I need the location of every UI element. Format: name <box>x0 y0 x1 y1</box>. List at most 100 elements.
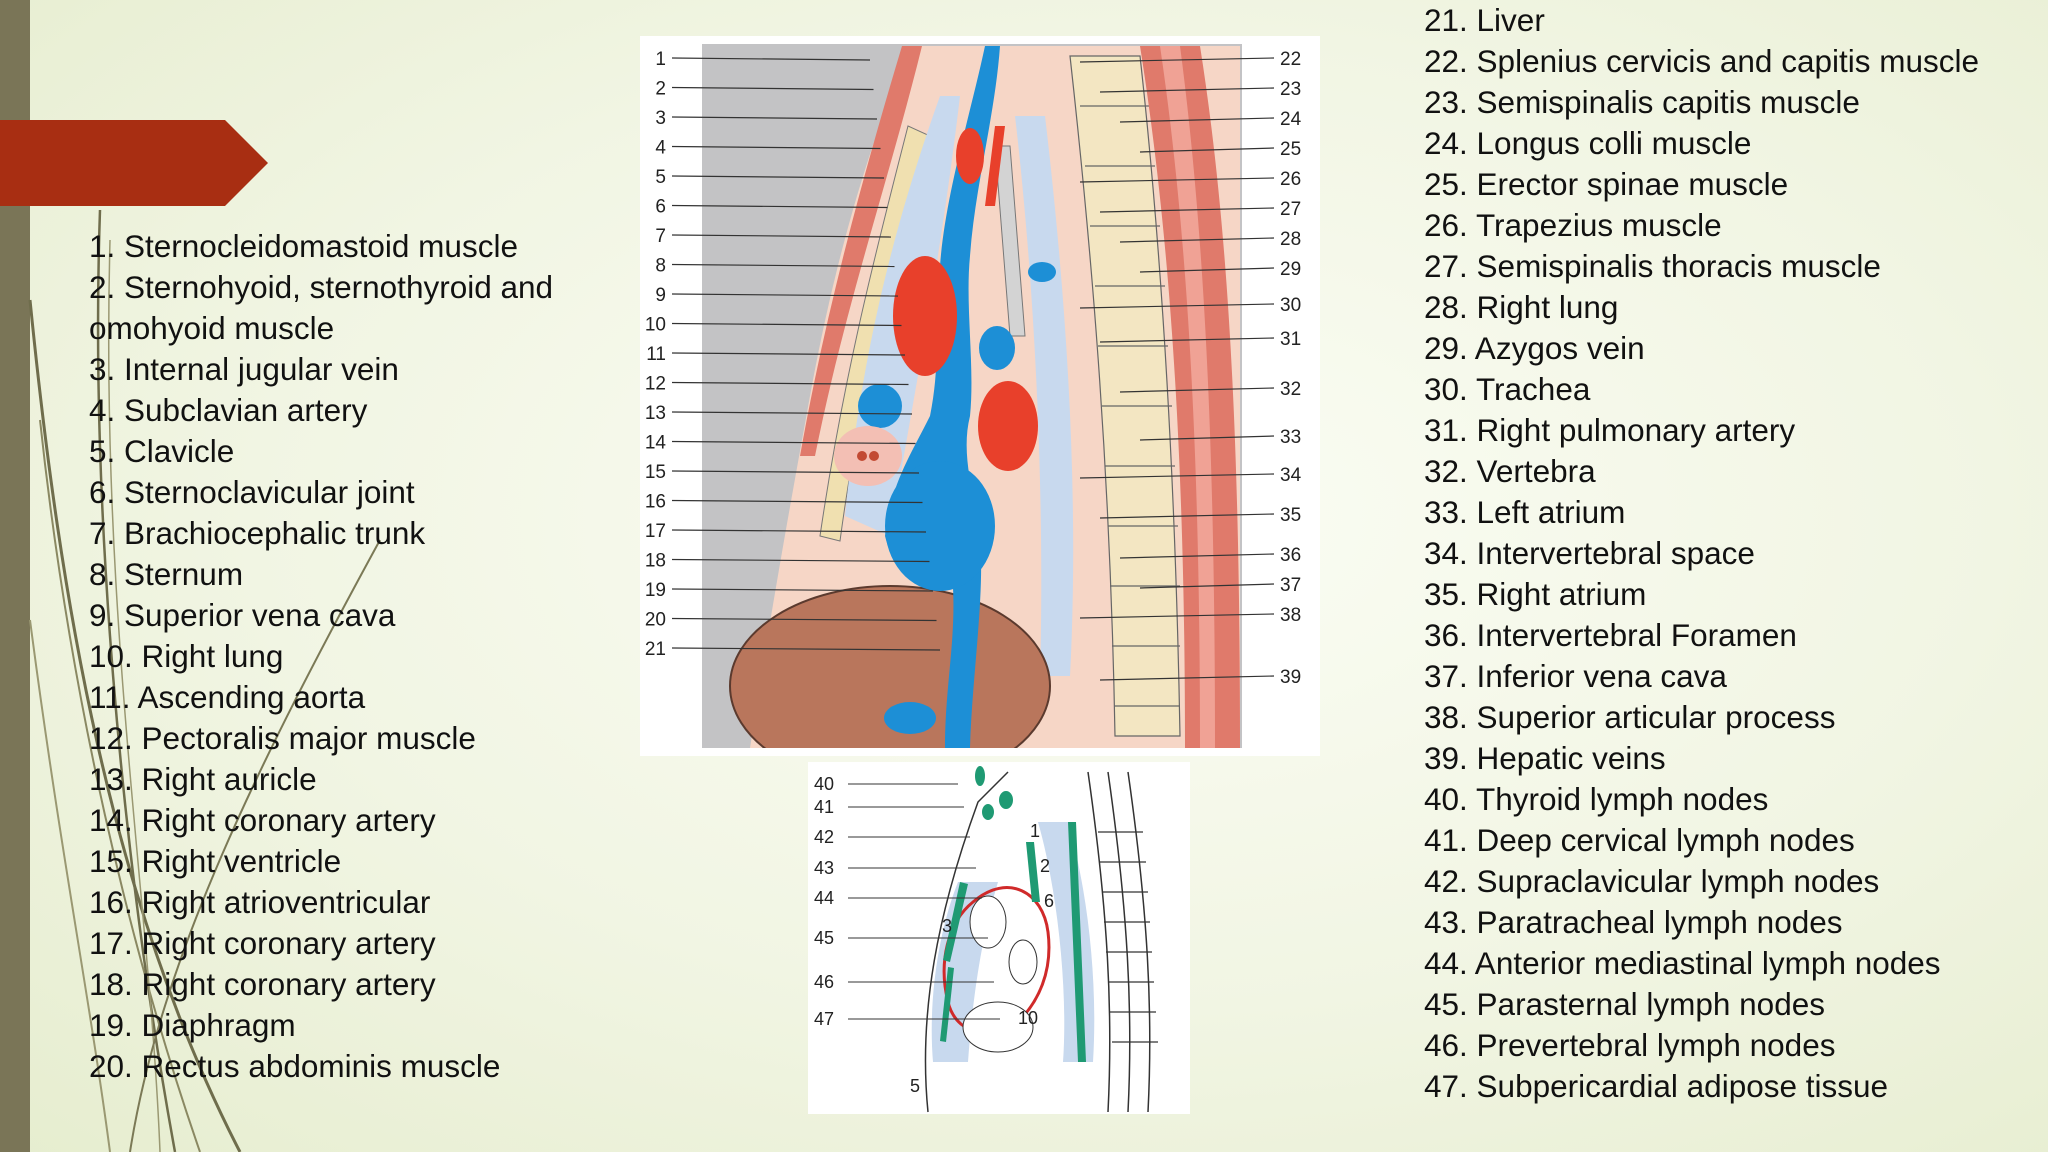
leader-line <box>1139 147 1275 153</box>
figure-number-label: 5 <box>910 1076 920 1096</box>
figure-number-label: 3 <box>655 108 666 129</box>
legend-item: 16. Right atrioventricular <box>89 884 431 920</box>
leader-line <box>1119 237 1275 243</box>
leader-line <box>1119 117 1275 123</box>
leader-line <box>671 411 913 415</box>
legend-item: 33. Left atrium <box>1424 494 1626 530</box>
legend-item: 17. Right coronary artery <box>89 925 436 961</box>
figure-number-label: 35 <box>1280 505 1301 526</box>
figure-number-label: 26 <box>1280 169 1301 190</box>
leader-line <box>671 116 878 120</box>
leader-line <box>671 352 906 356</box>
legend-item: 45. Parasternal lymph nodes <box>1424 986 1825 1022</box>
legend-item: 32. Vertebra <box>1424 453 1596 489</box>
leader-line <box>671 234 892 238</box>
figure-number-label: 10 <box>645 315 666 336</box>
figure-number-label: 12 <box>645 374 666 395</box>
figure-number-label: 44 <box>814 888 834 908</box>
figure-number-label: 37 <box>1280 575 1301 596</box>
figure-number-label: 29 <box>1280 259 1301 280</box>
legend-item: 46. Prevertebral lymph nodes <box>1424 1027 1836 1063</box>
leader-line <box>1099 513 1275 519</box>
legend-item: 4. Subclavian artery <box>89 392 368 428</box>
leader-line <box>671 322 902 327</box>
leader-line <box>671 175 885 179</box>
leader-line <box>671 293 899 297</box>
legend-item: 37. Inferior vena cava <box>1424 658 1727 694</box>
legend-item: 23. Semispinalis capitis muscle <box>1424 84 1860 120</box>
leader-line <box>671 57 871 61</box>
legend-item: 34. Intervertebral space <box>1424 535 1755 571</box>
legend-item: 6. Sternoclavicular joint <box>89 474 415 510</box>
leader-line <box>1099 207 1275 213</box>
leader-line <box>671 470 920 474</box>
figure-number-label: 22 <box>1280 49 1301 70</box>
figure-number-label: 11 <box>646 344 666 365</box>
figure-number-label: 1 <box>1030 821 1040 841</box>
legend-item: 2. Sternohyoid, sternothyroid and omohyo… <box>89 269 554 346</box>
leader-line <box>1079 613 1275 619</box>
legend-item: 12. Pectoralis major muscle <box>89 720 476 756</box>
figure-number-label: 31 <box>1280 329 1301 350</box>
figure-number-label: 27 <box>1280 199 1301 220</box>
leader-line <box>1079 57 1275 63</box>
legend-item: 44. Anterior mediastinal lymph nodes <box>1424 945 1941 981</box>
leader-line <box>1079 303 1275 309</box>
figure-number-label: 19 <box>645 580 666 601</box>
legend-item: 10. Right lung <box>89 638 284 674</box>
leader-line <box>1139 267 1275 273</box>
leader-line <box>1079 177 1275 183</box>
leader-line <box>671 263 895 268</box>
legend-list-left: 1. Sternocleidomastoid muscle 2. Sternohy… <box>89 226 609 1087</box>
figure-number-label: 36 <box>1280 545 1301 566</box>
leader-line <box>671 529 927 533</box>
legend-item: 15. Right ventricle <box>89 843 342 879</box>
legend-item: 25. Erector spinae muscle <box>1424 166 1789 202</box>
legend-item: 19. Diaphragm <box>89 1007 296 1043</box>
figure-number-label: 33 <box>1280 427 1301 448</box>
leader-line <box>1139 435 1275 441</box>
leader-line <box>1119 553 1275 559</box>
figure-number-label: 46 <box>814 972 834 992</box>
figure-number-label: 7 <box>655 226 666 247</box>
figure-number-label: 40 <box>814 774 834 794</box>
leader-line <box>1119 387 1275 393</box>
figure-number-label: 14 <box>645 433 667 454</box>
legend-item: 22. Splenius cervicis and capitis muscle <box>1424 43 1980 79</box>
leader-line <box>671 86 874 91</box>
figure-number-label: 15 <box>645 462 666 483</box>
lymph-node-marks <box>940 766 1086 1062</box>
legend-item: 47. Subpericardial adipose tissue <box>1424 1068 1889 1104</box>
figure-number-label: 30 <box>1280 295 1301 316</box>
figure-number-label: 6 <box>655 197 666 218</box>
figure-number-label: 24 <box>1280 109 1302 130</box>
figure-number-label: 41 <box>814 797 834 817</box>
figure-number-label: 6 <box>1044 891 1054 911</box>
figure-number-label: 2 <box>655 79 666 100</box>
legend-item: 26. Trapezius muscle <box>1424 207 1722 243</box>
leader-line <box>671 440 916 445</box>
legend-item: 41. Deep cervical lymph nodes <box>1424 822 1855 858</box>
legend-item: 5. Clavicle <box>89 433 235 469</box>
figure-number-label: 38 <box>1280 605 1301 626</box>
legend-item: 29. Azygos vein <box>1424 330 1645 366</box>
figure-number-label: 39 <box>1280 667 1301 688</box>
figure-number-label: 16 <box>645 492 666 513</box>
leader-line <box>671 499 923 504</box>
legend-item: 27. Semispinalis thoracis muscle <box>1424 248 1881 284</box>
leader-line <box>1079 473 1275 479</box>
legend-item: 1. Sternocleidomastoid muscle <box>89 228 518 264</box>
leader-line <box>671 381 909 386</box>
accent-arrow-shape <box>0 120 268 206</box>
aorta-shape <box>893 256 957 376</box>
leader-line <box>1099 87 1275 93</box>
figure-number-label: 3 <box>942 916 952 936</box>
leader-line <box>671 558 930 563</box>
legend-item: 20. Rectus abdominis muscle <box>89 1048 501 1084</box>
figure-number-label: 43 <box>814 858 834 878</box>
